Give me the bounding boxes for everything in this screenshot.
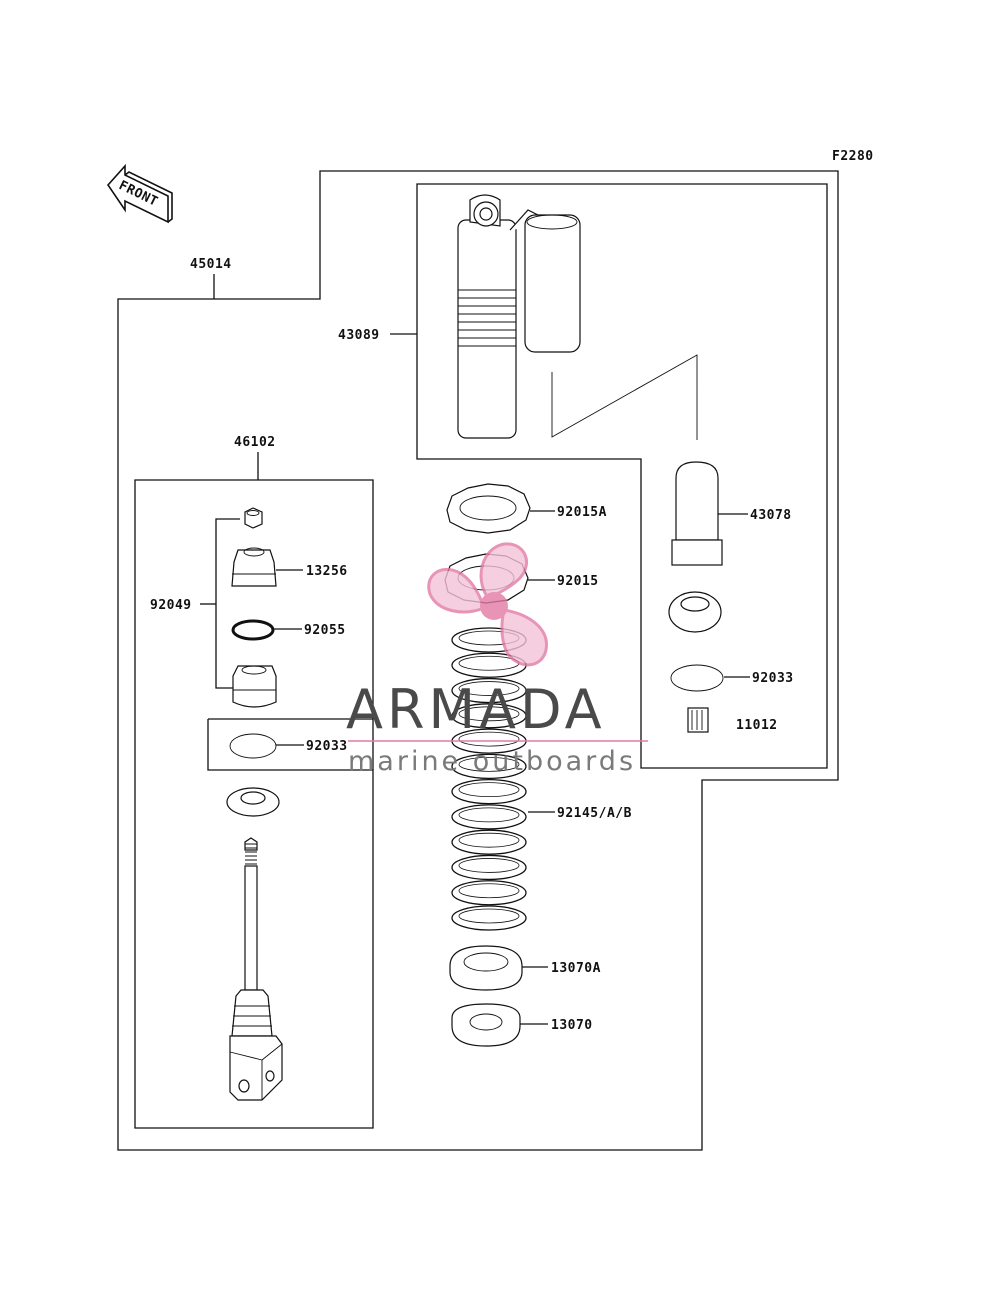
spring-coil: [451, 753, 527, 780]
label-43089: 43089: [338, 328, 380, 343]
cap-43078: 43078: [671, 461, 792, 566]
label-46102: 46102: [234, 435, 276, 450]
spring-coil-inner: [458, 782, 520, 798]
spring-seat-13070A: 13070A: [449, 945, 601, 991]
front-arrow-icon: FRONT: [106, 163, 173, 224]
piston-13256: 13256: [231, 547, 348, 587]
label-92145: 92145/A/B: [557, 806, 632, 821]
label-92049: 92049: [150, 598, 192, 613]
label-43078: 43078: [750, 508, 792, 523]
label-92033-right: 92033: [752, 671, 794, 686]
label-92015A: 92015A: [557, 505, 607, 520]
valve-piece: [232, 665, 277, 708]
shock-body-43089: [457, 194, 698, 440]
box-43089-group: [416, 183, 828, 769]
valve-body: [668, 591, 722, 633]
label-92015: 92015: [557, 574, 599, 589]
figure-code: F2280: [832, 149, 874, 164]
piston-rod: [229, 837, 283, 1101]
o-ring-92055: 92055: [231, 619, 346, 641]
spring-nut-92015A: 92015A: [446, 483, 607, 534]
armada-logo-icon: [427, 542, 548, 667]
circlip-92033-left: 92033: [229, 733, 348, 759]
spring-coil: [451, 778, 527, 805]
label-13256: 13256: [306, 564, 348, 579]
label-92033-left: 92033: [306, 739, 348, 754]
spring-coil: [451, 905, 527, 931]
spring-coil-inner: [458, 706, 520, 722]
spring-coil: [451, 677, 527, 704]
label-45014: 45014: [190, 257, 232, 272]
spring-coil-inner: [458, 681, 520, 696]
spring-coil: [451, 703, 527, 729]
watermark-tagline: marine outboards: [348, 746, 636, 777]
spring-coil: [451, 880, 527, 906]
spring-coil-inner: [458, 908, 520, 924]
box-46102-group: [134, 479, 374, 1129]
spring-coil-inner: [458, 807, 520, 823]
spring-coil-inner: [458, 883, 520, 899]
spring-coil-inner: [458, 858, 520, 873]
spring-seat-13070: 13070: [451, 1003, 593, 1047]
spring-coil-inner: [458, 832, 520, 848]
nut: [244, 507, 263, 529]
label-13070: 13070: [551, 1018, 593, 1033]
assembly-outline-45014: [117, 170, 839, 1151]
label-13070A: 13070A: [551, 961, 601, 976]
circlip-92033-right: 92033: [670, 664, 794, 692]
spring-coil-inner: [458, 756, 520, 772]
spring-coil: [451, 804, 527, 830]
spring-coil-inner: [458, 731, 520, 747]
label-11012: 11012: [736, 718, 778, 733]
watermark-brand: ARMADA: [346, 678, 606, 741]
valve-11012: 11012: [687, 707, 778, 733]
seal-head: [226, 787, 280, 817]
spring-coil: [451, 829, 527, 855]
label-92055: 92055: [304, 623, 346, 638]
coil-spring-92145: [451, 627, 527, 931]
spring-coil: [451, 854, 527, 881]
